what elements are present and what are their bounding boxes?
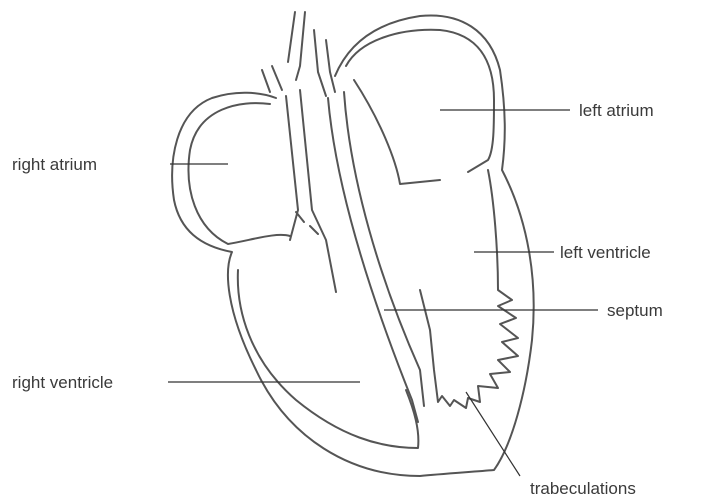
vena-cava-outline xyxy=(286,90,336,292)
left-atrium-outline xyxy=(346,30,494,184)
heart-drawing xyxy=(172,12,533,476)
label-left-atrium: left atrium xyxy=(579,101,654,120)
label-septum: septum xyxy=(607,301,663,320)
left-ventricle-outline xyxy=(420,170,518,408)
label-trabeculations: trabeculations xyxy=(530,479,636,498)
label-right-ventricle: right ventricle xyxy=(12,373,113,392)
label-left-ventricle: left ventricle xyxy=(560,243,651,262)
aorta-outline xyxy=(262,12,335,96)
label-right-atrium: right atrium xyxy=(12,155,97,174)
right-atrium-outline xyxy=(189,103,290,244)
heart-outer-outline xyxy=(172,15,533,476)
septum-outline xyxy=(328,92,424,422)
